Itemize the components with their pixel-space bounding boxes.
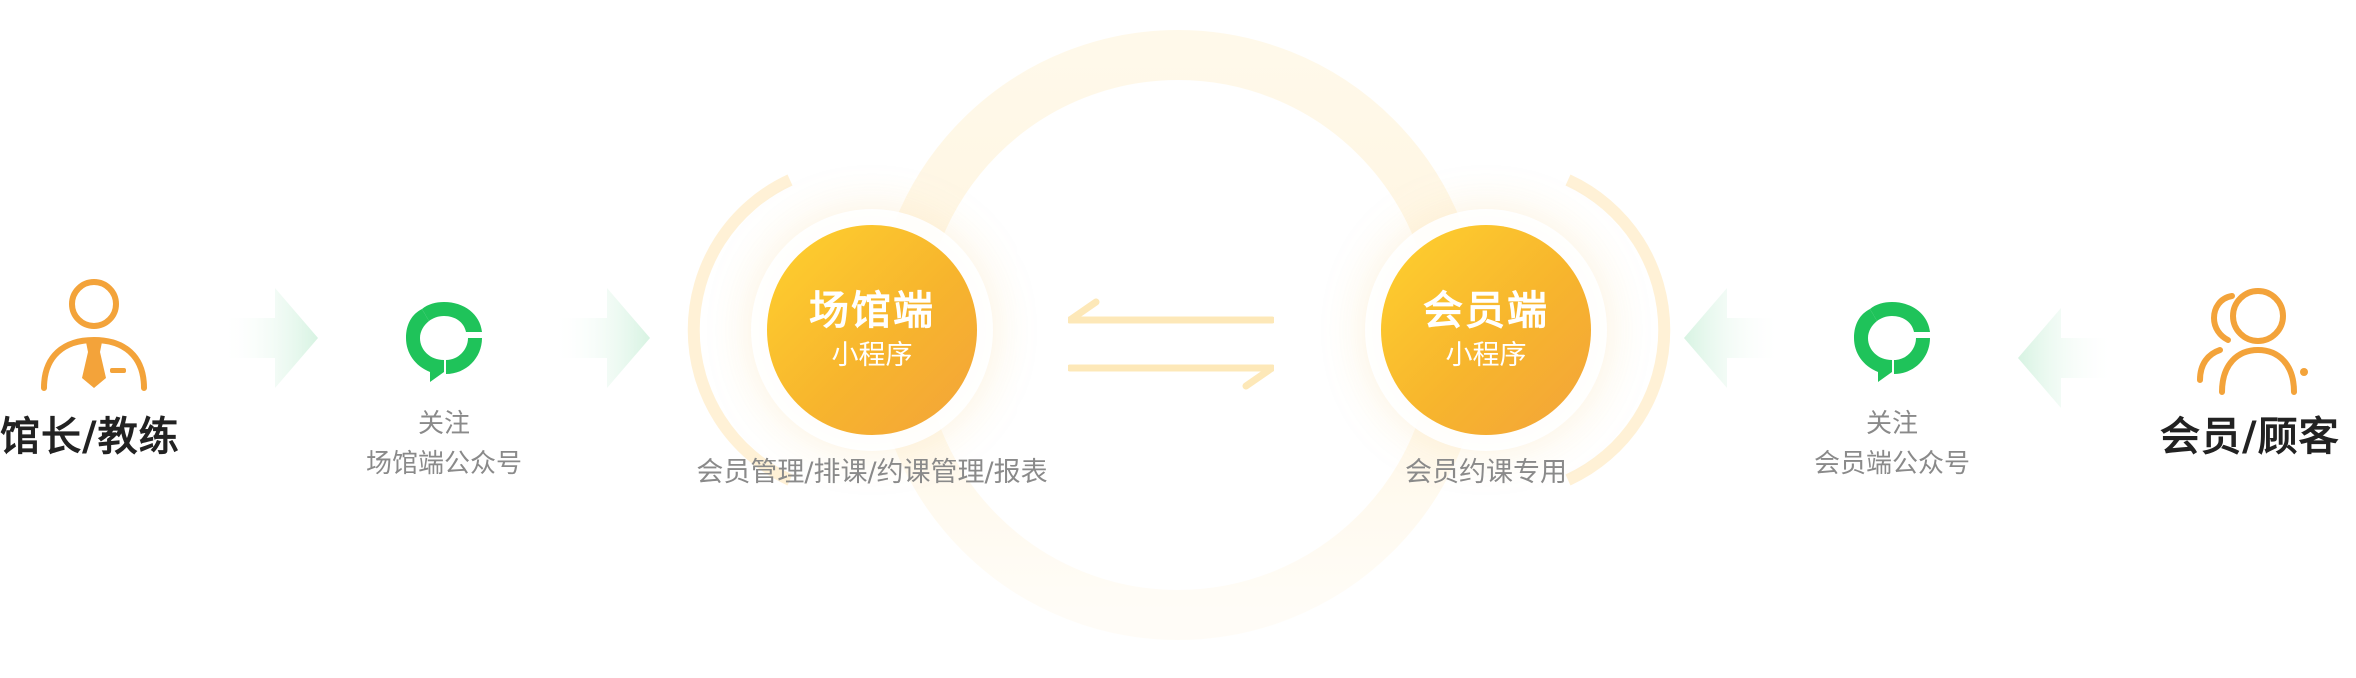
- right-actor-label: 会员/顾客: [2160, 414, 2340, 460]
- right-wechat-caption: 关注 会员端公众号: [1780, 404, 2004, 484]
- arrow-left-icon: [2018, 308, 2116, 408]
- wechat-official-account-icon: [406, 302, 482, 382]
- arrow-right-icon: [552, 288, 650, 388]
- venue-node-title: 场馆端: [809, 288, 935, 334]
- wechat-official-account-icon: [1854, 302, 1930, 382]
- venue-node-arc: [687, 174, 793, 486]
- left-wechat-caption: 关注 场馆端公众号: [332, 404, 556, 484]
- member-node-subtitle: 小程序: [1445, 340, 1527, 371]
- left-wechat-caption-line2: 场馆端公众号: [365, 449, 522, 479]
- member-miniprogram-node: 会员端 小程序: [1381, 225, 1591, 435]
- venue-node-subtitle: 小程序: [831, 340, 913, 371]
- venue-node-caption: 会员管理/排课/约课管理/报表: [696, 457, 1048, 488]
- member-node-arc: [1565, 174, 1671, 486]
- manager-person-icon: [41, 279, 147, 391]
- left-actor-label: 馆长/教练: [0, 414, 180, 460]
- right-wechat-caption-line1: 关注: [1865, 409, 1918, 439]
- arrow-left-icon: [1684, 288, 1782, 388]
- members-group-icon: [2197, 288, 2308, 395]
- member-node-title: 会员端: [1423, 288, 1549, 334]
- venue-miniprogram-node: 场馆端 小程序: [767, 225, 977, 435]
- exchange-arrows-icon: [1068, 298, 1274, 390]
- right-wechat-caption-line2: 会员端公众号: [1813, 449, 1970, 479]
- arrow-right-icon: [220, 288, 318, 388]
- left-wechat-caption-line1: 关注: [417, 409, 470, 439]
- member-node-caption: 会员约课专用: [1405, 457, 1567, 488]
